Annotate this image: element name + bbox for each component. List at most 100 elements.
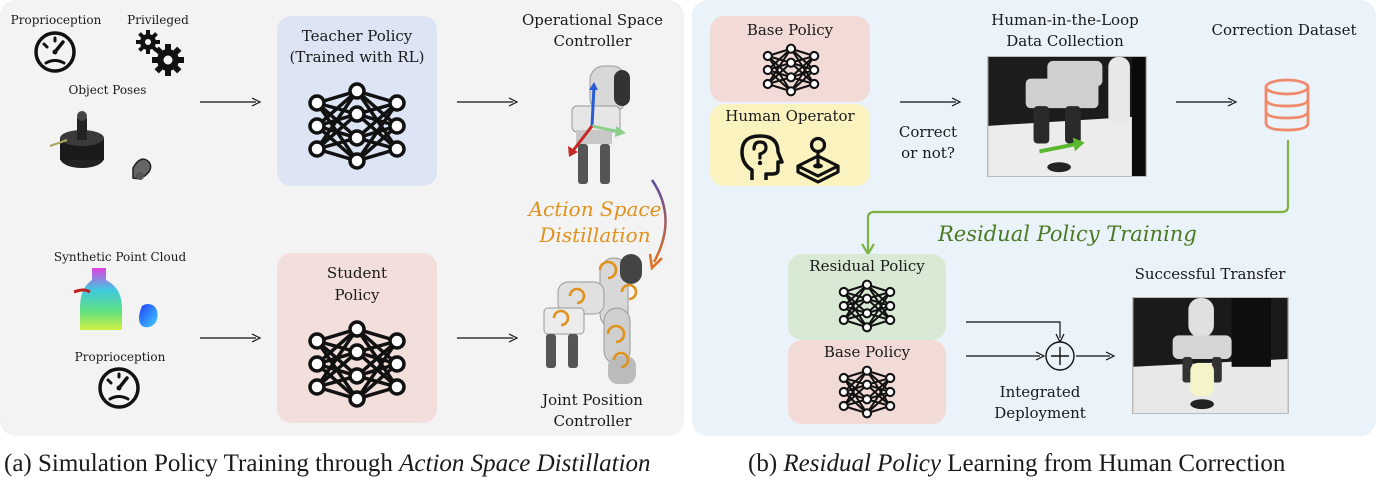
nn-edge	[866, 377, 891, 401]
caption-b: (b) Residual Policy Learning from Human …	[748, 450, 1285, 478]
nn-node	[861, 379, 873, 390]
nn-node	[838, 400, 849, 412]
neural-network-icon	[308, 320, 406, 408]
correct-or-not-line2: or not?	[901, 144, 955, 162]
nn-edge	[355, 340, 399, 400]
nn-edge	[355, 102, 399, 162]
nn-node	[762, 64, 773, 76]
nn-node	[308, 94, 326, 112]
nn-node	[785, 43, 797, 54]
proprioception-label-2: Proprioception	[74, 350, 166, 364]
nn-edge	[766, 48, 792, 85]
combine-arrows	[966, 321, 1116, 361]
nn-node	[809, 50, 820, 62]
nn-node	[861, 293, 873, 304]
successful-transfer-photo	[1132, 297, 1289, 414]
nn-node	[308, 117, 326, 135]
nn-node	[785, 86, 797, 97]
teacher-policy-subtitle: (Trained with RL)	[289, 48, 425, 66]
nn-node	[885, 372, 896, 384]
nn-edge	[866, 305, 891, 329]
nn-node	[308, 332, 326, 350]
proprioception-label: Proprioception	[10, 13, 102, 27]
nn-edge	[355, 339, 399, 378]
distillation-curved-arrow	[648, 179, 667, 271]
caption-a-italic: Action Space Distillation	[399, 450, 651, 477]
operational-space-controller-title: Operational Space	[521, 11, 663, 29]
nn-node	[762, 78, 773, 90]
arrow	[457, 97, 519, 107]
student-policy-subtitle: Policy	[334, 286, 380, 304]
nn-node	[348, 105, 366, 123]
privileged-label: Privileged	[127, 13, 189, 27]
student-policy-title: Student	[326, 264, 388, 282]
nn-node	[861, 308, 873, 319]
nn-edge	[315, 328, 359, 388]
robot-gripper-icon	[568, 65, 630, 184]
nn-node	[861, 394, 873, 405]
nn-edge	[315, 89, 359, 128]
nn-node	[885, 386, 896, 398]
base-policy-top-label: Base Policy	[746, 21, 834, 39]
nn-edge	[866, 291, 891, 315]
nn-node	[348, 390, 366, 408]
nn-edge	[866, 377, 892, 414]
integrated-deployment-line2: Deployment	[994, 404, 1086, 422]
joystick-icon	[796, 136, 840, 184]
operational-space-controller-subtitle: Controller	[553, 32, 632, 50]
hitl-title: Human-in-the-Loop	[991, 11, 1139, 29]
nn-node	[348, 367, 366, 385]
nn-node	[348, 320, 366, 338]
caption-b-suffix: Learning from Human Correction	[941, 450, 1286, 477]
nn-node	[885, 314, 896, 326]
nn-edge	[315, 327, 359, 366]
nn-node	[348, 82, 366, 100]
correction-dataset-label: Correction Dataset	[1211, 21, 1357, 39]
nn-node	[838, 300, 849, 312]
nn-node	[861, 322, 873, 333]
base-policy-bottom-label: Base Policy	[823, 343, 911, 361]
gauge-icon	[98, 367, 140, 409]
nn-edge	[315, 90, 359, 150]
nn-node	[861, 408, 873, 419]
nn-node	[388, 355, 406, 373]
nn-edge	[842, 284, 868, 321]
nn-edge	[790, 55, 815, 79]
arrow	[457, 333, 519, 343]
residual-policy-label: Residual Policy	[809, 257, 925, 275]
nn-node	[762, 50, 773, 62]
teacher-policy-title: Teacher Policy	[301, 27, 413, 45]
arrow	[200, 97, 262, 107]
nn-node	[785, 57, 797, 68]
robot-arm-joint-icon	[543, 254, 642, 384]
object-poses-image	[49, 111, 152, 180]
nn-edge	[315, 350, 359, 389]
caption-a-prefix: (a) Simulation Policy Training through	[4, 450, 400, 477]
neural-network-icon	[838, 279, 896, 333]
nn-edge	[355, 362, 399, 401]
human-operator-label: Human Operator	[725, 107, 855, 125]
neural-network-icon	[308, 82, 406, 170]
gauge-icon	[34, 31, 76, 73]
integrated-deployment-line1: Integrated	[999, 383, 1081, 401]
correct-or-not-line1: Correct	[898, 123, 958, 141]
nn-edge	[790, 69, 815, 93]
nn-edge	[790, 55, 816, 92]
plus-circle-icon	[1045, 341, 1075, 371]
nn-node	[838, 314, 849, 326]
point-cloud-image	[73, 268, 158, 330]
nn-node	[809, 64, 820, 76]
nn-node	[785, 72, 797, 83]
nn-node	[838, 286, 849, 298]
nn-node	[885, 300, 896, 312]
hitl-photo	[987, 56, 1147, 177]
successful-transfer-label: Successful Transfer	[1134, 265, 1286, 283]
arrow	[200, 333, 262, 343]
neural-network-icon	[838, 365, 896, 419]
caption-a: (a) Simulation Policy Training through A…	[4, 450, 651, 478]
nn-node	[348, 152, 366, 170]
human-operator-box	[710, 104, 870, 186]
joint-position-controller-title: Joint Position	[542, 391, 643, 409]
nn-node	[885, 286, 896, 298]
nn-node	[885, 400, 896, 412]
